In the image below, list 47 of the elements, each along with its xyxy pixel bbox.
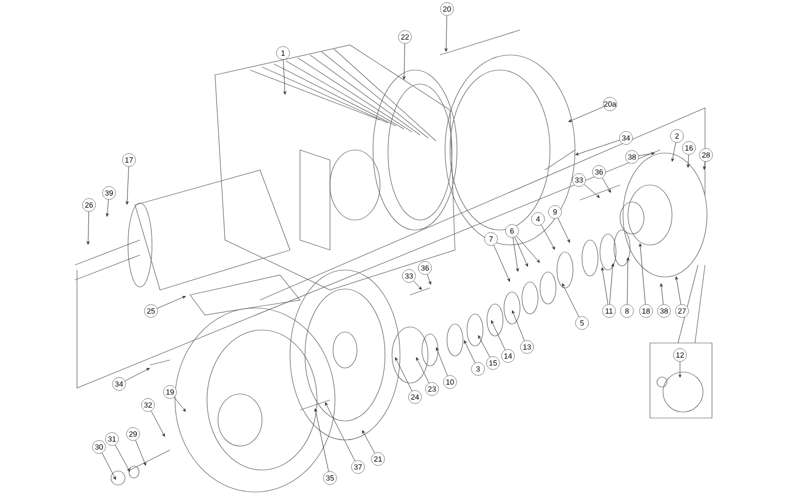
- leader-line: [325, 402, 356, 462]
- leader-line: [115, 444, 130, 472]
- leader-line: [402, 44, 406, 80]
- leader-line: [102, 452, 116, 480]
- leader-line: [575, 140, 620, 156]
- leader-line: [493, 244, 510, 282]
- leader-line: [601, 267, 608, 305]
- leader-line: [150, 410, 165, 437]
- leader-line: [671, 142, 676, 162]
- leader-line: [558, 218, 570, 243]
- leader-line: [491, 320, 506, 350]
- leader-line: [686, 154, 690, 168]
- leader-line: [638, 152, 655, 156]
- leader-line: [562, 283, 580, 318]
- leader-line: [626, 257, 630, 304]
- leader-line: [478, 335, 490, 358]
- leader-line: [660, 283, 664, 305]
- leader-line: [436, 347, 448, 376]
- leader-line: [464, 340, 476, 364]
- leader-line: [283, 60, 286, 95]
- leader-line: [395, 357, 412, 392]
- leader-line: [602, 178, 611, 193]
- leader-line: [678, 362, 682, 378]
- leader-line: [444, 16, 448, 52]
- leader-line: [174, 397, 186, 412]
- leader-line: [609, 263, 614, 305]
- leader-line: [516, 236, 540, 263]
- leader-line: [514, 236, 528, 267]
- leader-line: [156, 296, 186, 309]
- leader-line: [314, 408, 329, 472]
- leader-line: [541, 224, 555, 250]
- leader-line: [584, 184, 600, 198]
- leader-line: [413, 280, 422, 290]
- leader-line: [124, 368, 150, 382]
- leader-line: [106, 199, 109, 217]
- leader-line: [512, 237, 519, 272]
- leader-line: [416, 357, 430, 384]
- leader-line: [126, 166, 129, 205]
- leader-line: [427, 274, 432, 285]
- leader-line: [86, 212, 90, 245]
- leader-line: [675, 276, 682, 305]
- leader-line: [512, 310, 525, 341]
- leader-line: [362, 430, 375, 454]
- leader-line: [568, 106, 604, 122]
- leader-line: [638, 243, 646, 305]
- leader-line: [135, 440, 146, 466]
- leader-line: [703, 161, 706, 170]
